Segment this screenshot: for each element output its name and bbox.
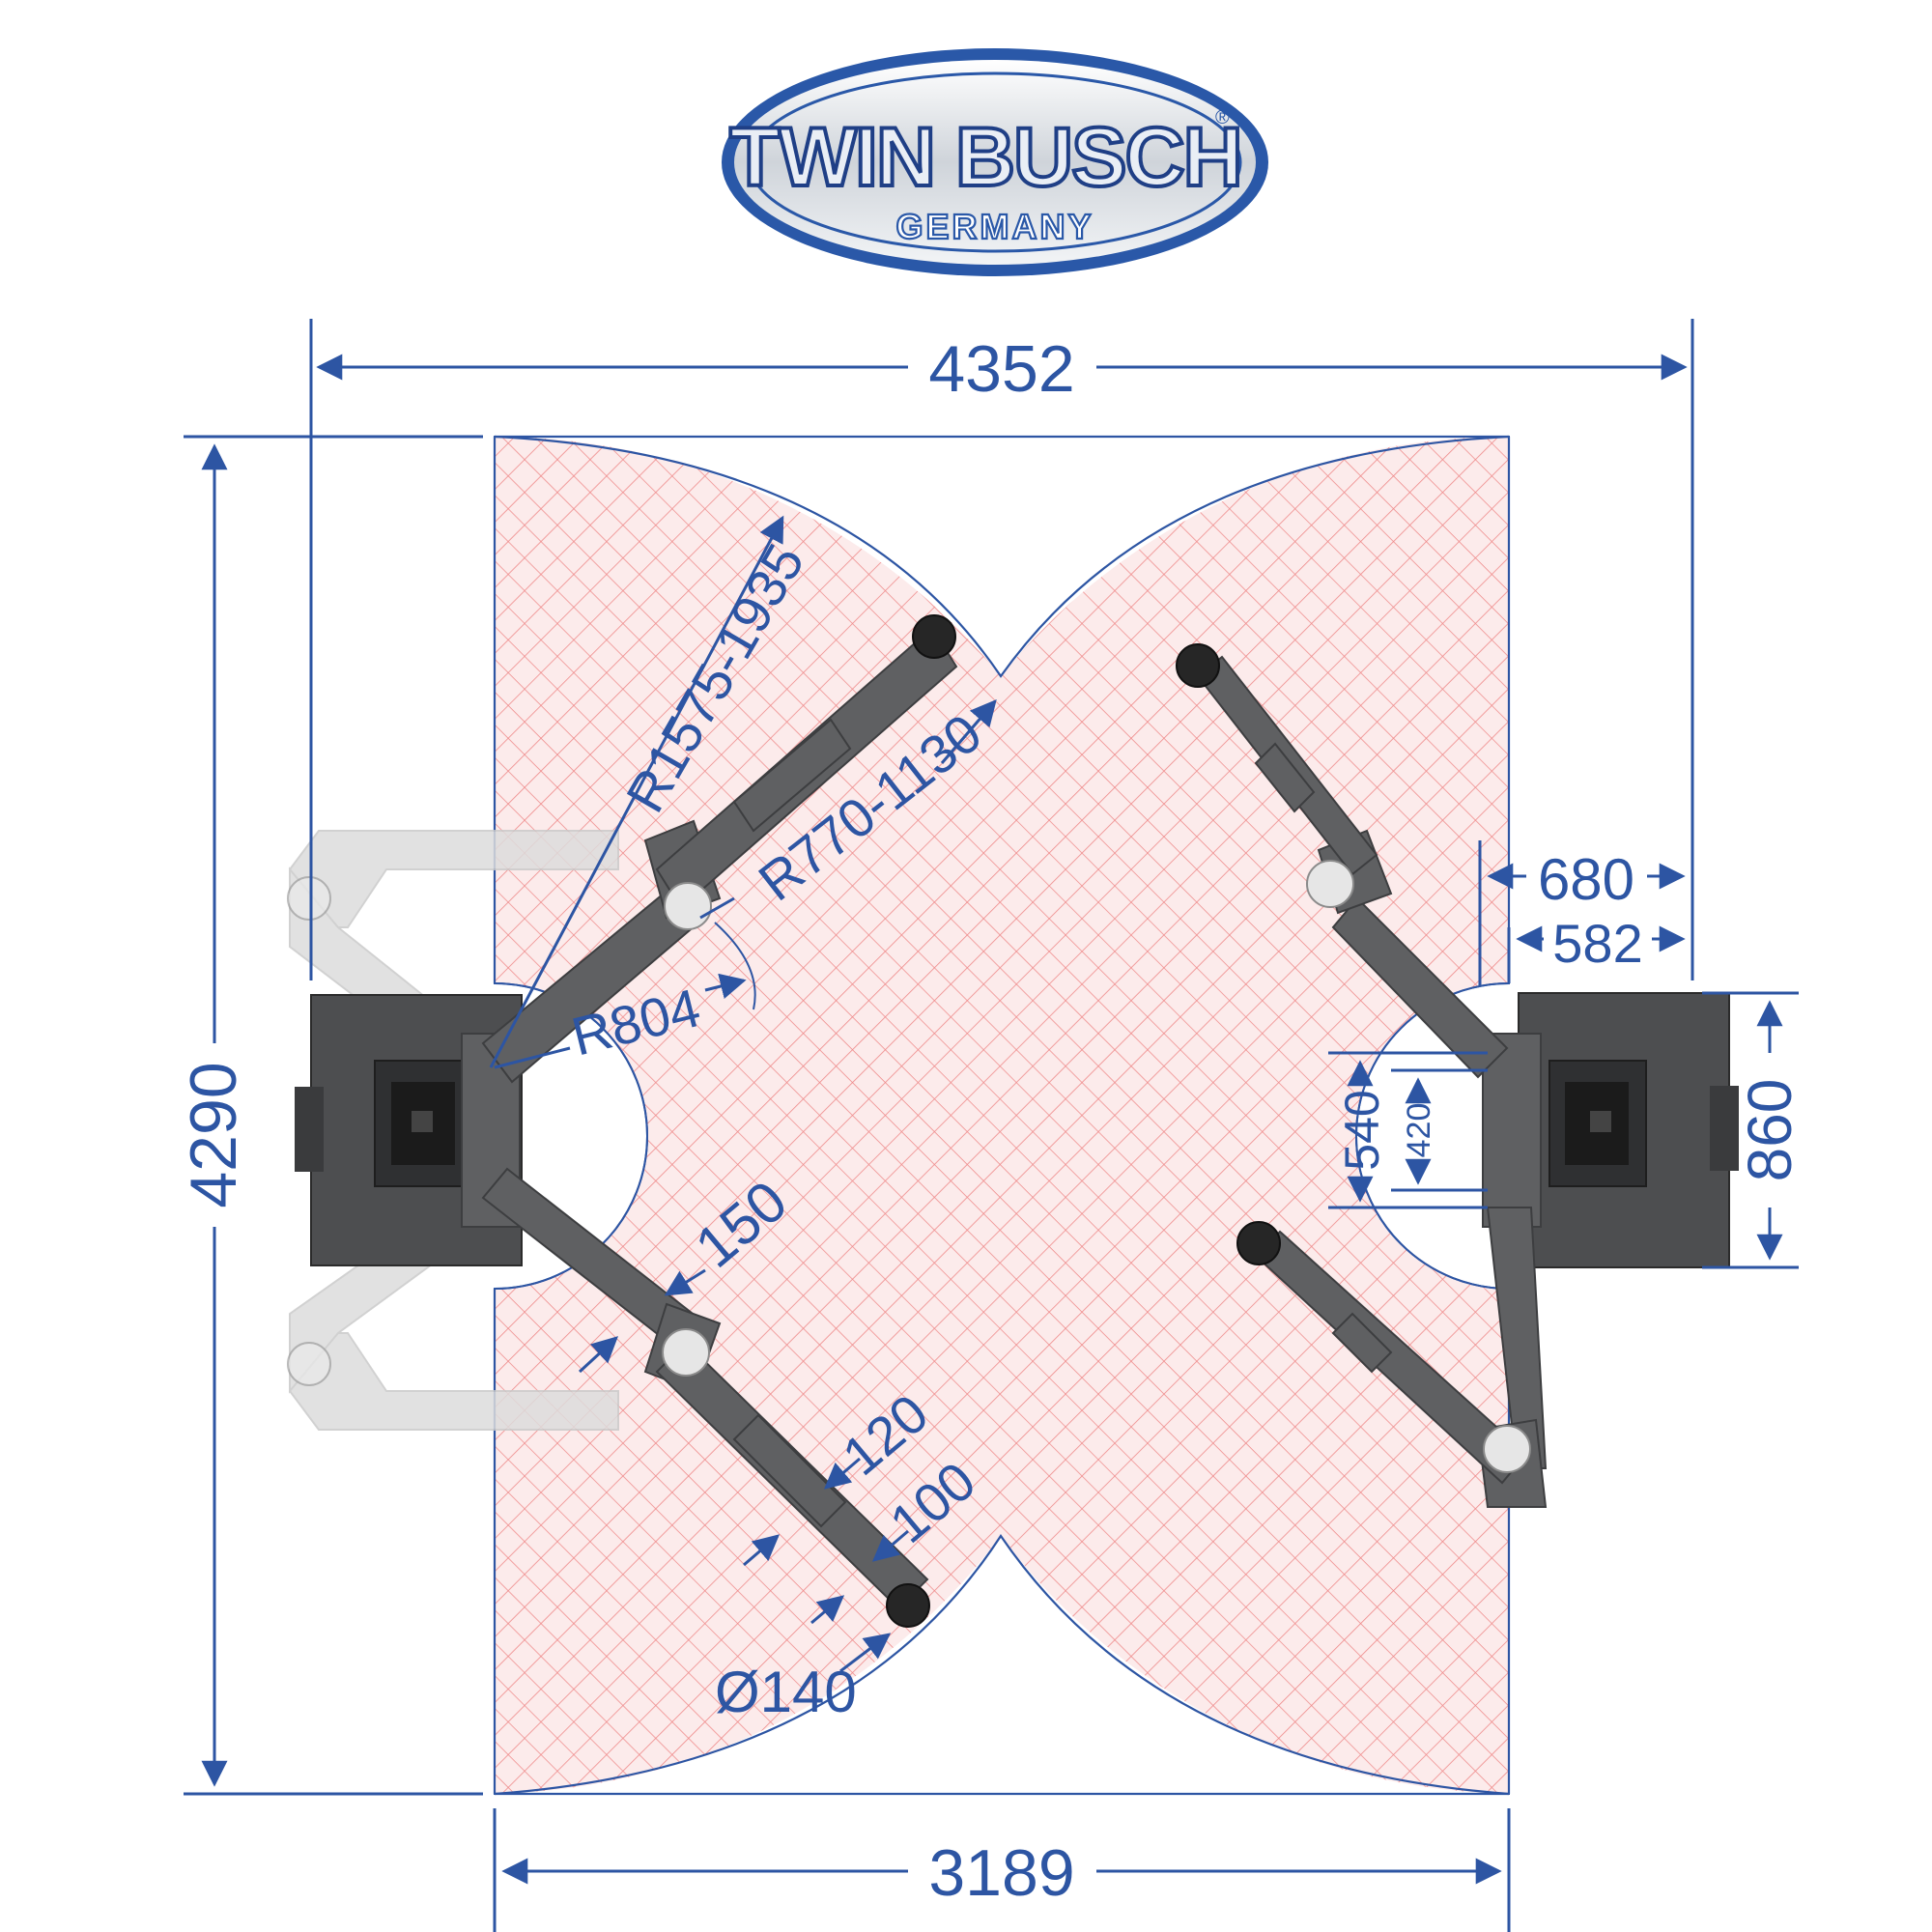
dim-right-offsets: 680 582 bbox=[1478, 840, 1686, 985]
logo-registered-mark: ® bbox=[1215, 107, 1230, 128]
right-post bbox=[1488, 992, 1739, 1268]
dim-total-width: 4352 bbox=[309, 319, 1694, 980]
dim-post-depth: 860 bbox=[1702, 991, 1804, 1269]
twin-busch-logo: TWIN BUSCH ® GERMANY bbox=[722, 48, 1268, 276]
dim-total-height: 4290 bbox=[177, 435, 483, 1796]
dim-arm-pivot-inner-label: 420 bbox=[1401, 1103, 1437, 1158]
dim-right-offset-outer-label: 680 bbox=[1538, 847, 1634, 912]
dim-pad-diameter-label: Ø140 bbox=[715, 1660, 857, 1724]
dim-base-width-label: 3189 bbox=[928, 1836, 1074, 1910]
dim-total-width-label: 4352 bbox=[928, 332, 1074, 406]
right-lower-arm bbox=[1236, 1207, 1548, 1508]
dim-right-offset-inner-label: 582 bbox=[1552, 913, 1642, 974]
dim-arm-pivot-outer-label: 540 bbox=[1335, 1090, 1389, 1170]
logo-brand-text: TWIN BUSCH bbox=[729, 111, 1240, 204]
right-upper-arm bbox=[1176, 643, 1542, 1228]
logo-country-text: GERMANY bbox=[895, 207, 1094, 246]
dim-pad-diameter: Ø140 bbox=[715, 1633, 892, 1724]
left-upper-arm bbox=[461, 614, 958, 1228]
dim-base-width: 3189 bbox=[493, 1808, 1511, 1932]
left-lower-arm bbox=[481, 1167, 930, 1628]
dim-post-depth-label: 860 bbox=[1735, 1079, 1804, 1182]
dim-total-height-label: 4290 bbox=[177, 1062, 250, 1208]
dim-arm-pivots: 540 420 bbox=[1328, 1051, 1488, 1209]
